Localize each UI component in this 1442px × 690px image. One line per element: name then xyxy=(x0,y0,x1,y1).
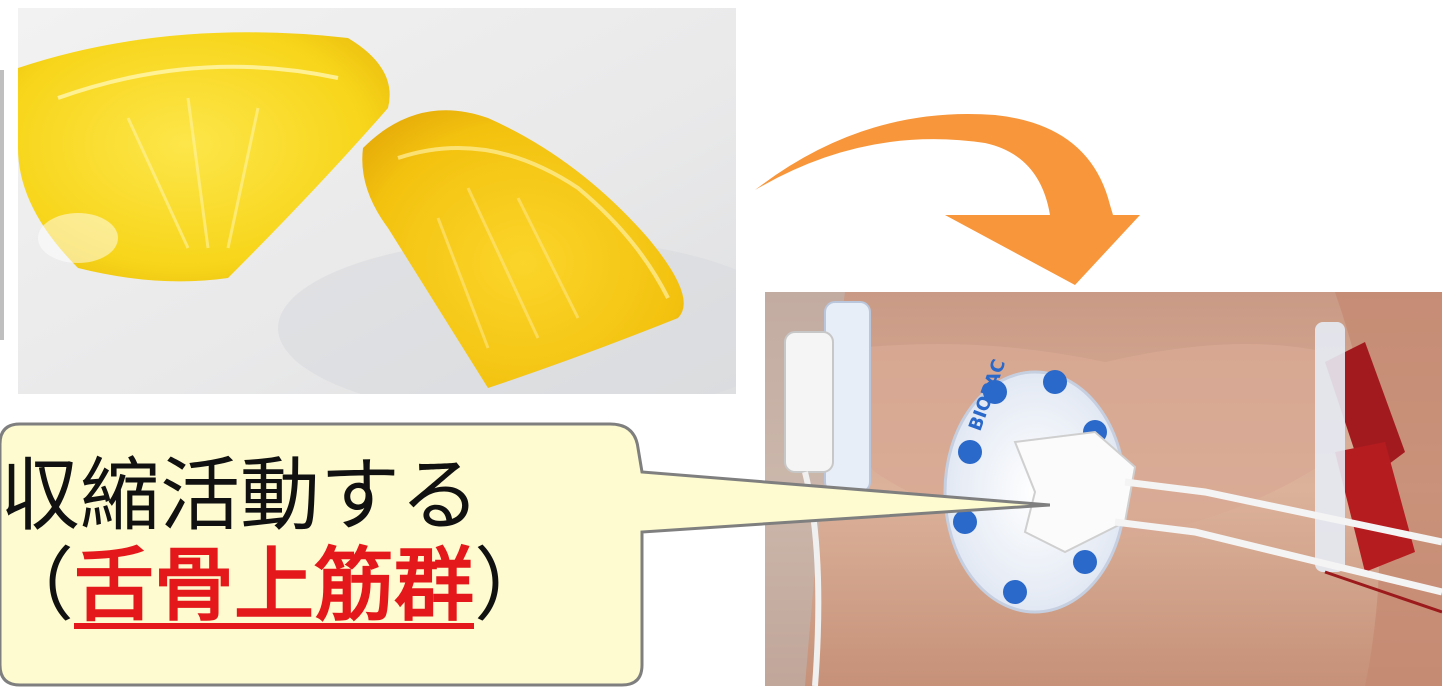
speech-callout xyxy=(0,422,1050,687)
callout-line-2: （舌骨上筋群） xyxy=(0,538,554,634)
paren-open: （ xyxy=(0,539,74,632)
paren-close: ） xyxy=(474,539,554,632)
highlight-muscle-name: 舌骨上筋群 xyxy=(74,539,474,632)
lemon-photo xyxy=(18,8,736,394)
callout-text: 収縮活動する （舌骨上筋群） xyxy=(0,438,640,678)
curved-arrow-icon xyxy=(755,113,1140,285)
left-edge-fragment xyxy=(0,70,4,340)
callout-line-1: 収縮活動する xyxy=(0,449,480,542)
